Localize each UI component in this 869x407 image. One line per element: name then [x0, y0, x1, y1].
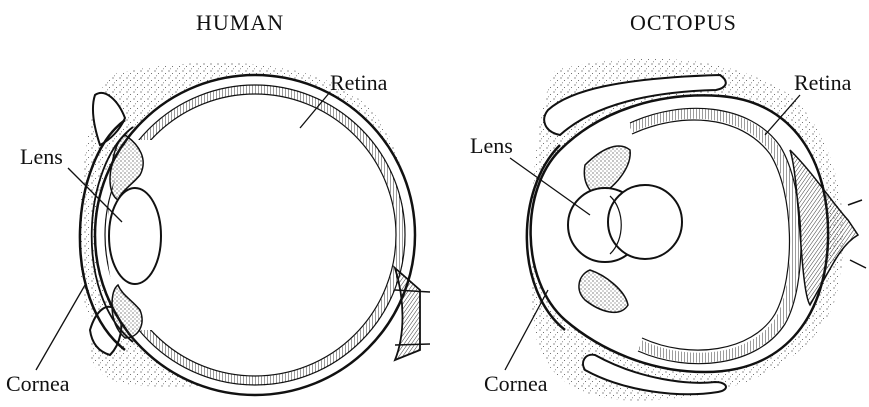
octopus-cornea-label: Cornea: [484, 373, 548, 395]
octopus-eye-illustration: [527, 59, 866, 401]
octopus-panel-title: OCTOPUS: [630, 12, 737, 34]
human-cornea-label: Cornea: [6, 373, 70, 395]
human-optic-nerve: [395, 268, 420, 360]
human-lens: [109, 188, 161, 284]
octopus-lens-posterior: [608, 185, 682, 259]
octopus-lens-label: Lens: [470, 135, 513, 157]
human-lens-label: Lens: [20, 146, 63, 168]
human-cornea-leader: [36, 285, 85, 370]
human-panel-title: HUMAN: [196, 12, 284, 34]
octopus-retina-label: Retina: [794, 72, 851, 94]
human-retina-label: Retina: [330, 72, 387, 94]
human-eye-illustration: [79, 63, 430, 395]
